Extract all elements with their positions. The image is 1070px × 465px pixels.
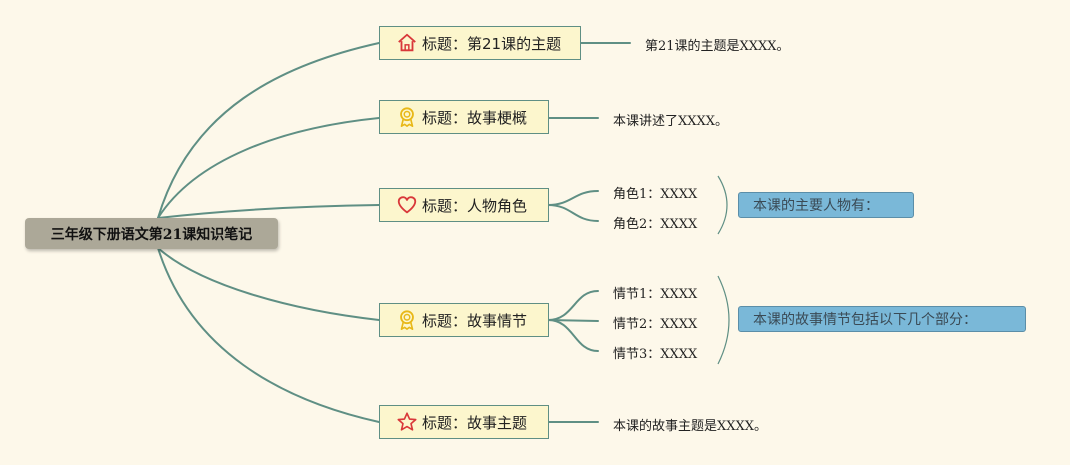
edge-topic-3-note-2 <box>547 204 599 222</box>
edge-topic-4-note-1 <box>547 290 599 321</box>
award-icon <box>396 309 418 331</box>
note-synopsis: 本课讲述了XXXX。 <box>613 114 729 129</box>
edge-root-topic-4 <box>157 247 380 321</box>
note-plot-1: 情节1：XXXX <box>613 287 698 302</box>
topic-theme[interactable]: 标题：第21课的主题 <box>379 26 581 60</box>
edge-root-topic-5 <box>157 247 380 423</box>
summary-characters[interactable]: 本课的主要人物有： <box>738 192 914 218</box>
note-story-theme: 本课的故事主题是XXXX。 <box>613 419 768 434</box>
edge-root-topic-3 <box>157 204 380 219</box>
star-icon <box>396 411 418 433</box>
home-icon <box>396 32 418 54</box>
root-topic[interactable]: 三年级下册语文第21课知识笔记 <box>25 218 278 249</box>
topic-characters[interactable]: 标题：人物角色 <box>379 188 549 222</box>
note-character-1: 角色1：XXXX <box>613 187 698 202</box>
note-theme: 第21课的主题是XXXX。 <box>645 39 790 54</box>
summary-bracket-plot <box>717 275 730 365</box>
summary-bracket-roles <box>717 175 728 235</box>
edge-topic-4-note-3 <box>547 319 599 352</box>
note-character-2: 角色2：XXXX <box>613 217 698 232</box>
topic-synopsis[interactable]: 标题：故事梗概 <box>379 100 549 134</box>
topic-story-theme[interactable]: 标题：故事主题 <box>379 405 549 439</box>
summary-plot[interactable]: 本课的故事情节包括以下几个部分： <box>738 306 1026 332</box>
heart-icon <box>396 194 418 216</box>
edge-root-topic-1 <box>157 42 380 219</box>
topic-plot[interactable]: 标题：故事情节 <box>379 303 549 337</box>
award-icon <box>396 106 418 128</box>
edge-root-topic-2 <box>157 117 380 219</box>
edge-topic-4-note-2 <box>547 319 599 322</box>
edge-topic-3-note-1 <box>547 190 599 206</box>
note-plot-3: 情节3：XXXX <box>613 347 698 362</box>
note-plot-2: 情节2：XXXX <box>613 317 698 332</box>
